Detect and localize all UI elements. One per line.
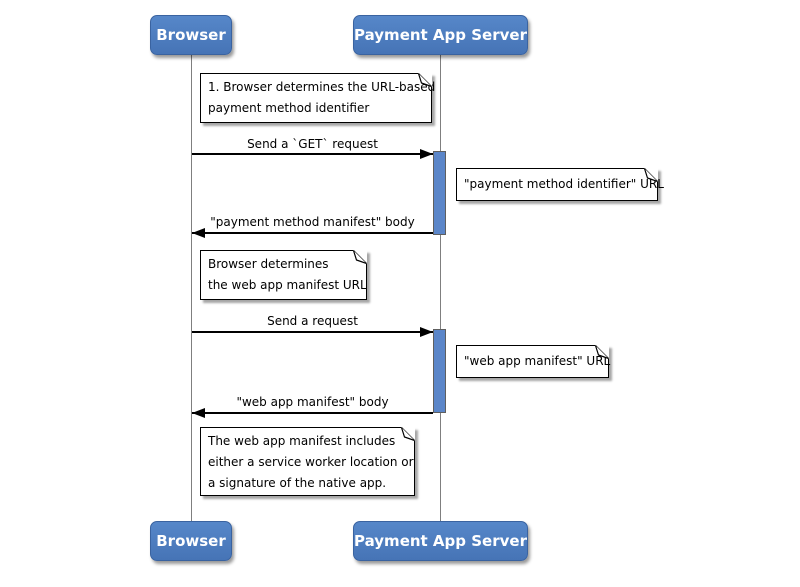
message-label-send-request: Send a request xyxy=(267,314,358,328)
actor-payment-app-server-bottom: Payment App Server xyxy=(353,521,528,561)
arrowhead-left-icon xyxy=(192,228,205,238)
note-web-app-manifest-url: "web app manifest" URL xyxy=(456,345,611,378)
note-text-line: the web app manifest URL xyxy=(208,278,367,292)
note-text-line: either a service worker location or xyxy=(208,455,414,469)
message-label-web-app-manifest-body: "web app manifest" body xyxy=(236,395,389,409)
browser-lifeline xyxy=(191,55,192,521)
note-payment-method-identifier-url: "payment method identifier" URL xyxy=(456,168,664,201)
message-line-get-request xyxy=(192,153,433,155)
arrowhead-left-icon xyxy=(192,408,205,418)
note-fold-icon xyxy=(644,168,658,182)
server-lifeline xyxy=(440,55,441,521)
message-line-payment-method-manifest-body xyxy=(192,232,433,234)
actor-payment-app-server-top: Payment App Server xyxy=(353,15,528,55)
note-web-app-manifest-determination: Browser determines the web app manifest … xyxy=(200,250,367,300)
server-activation-bar-2 xyxy=(433,329,446,413)
note-text-line: The web app manifest includes xyxy=(208,434,396,448)
message-label-get-request: Send a `GET` request xyxy=(247,137,378,151)
message-label-payment-method-manifest-body: "payment method manifest" body xyxy=(210,215,415,229)
server-activation-bar-1 xyxy=(433,151,446,235)
note-text-line: a signature of the native app. xyxy=(208,476,387,490)
message-line-web-app-manifest-body xyxy=(192,412,433,414)
note-text-line: Browser determines xyxy=(208,257,329,271)
note-text-line: "web app manifest" URL xyxy=(464,354,611,368)
note-manifest-contents: The web app manifest includes either a s… xyxy=(200,427,415,496)
arrowhead-right-icon xyxy=(420,327,433,337)
note-identifier-determination: 1. Browser determines the URL-based paym… xyxy=(200,73,436,123)
note-fold-icon xyxy=(353,250,367,264)
note-fold-icon xyxy=(595,345,609,359)
note-fold-icon xyxy=(418,73,432,87)
message-line-send-request xyxy=(192,331,433,333)
actor-browser-top: Browser xyxy=(150,15,232,55)
note-text-line: 1. Browser determines the URL-based xyxy=(208,80,436,94)
actor-browser-bottom: Browser xyxy=(150,521,232,561)
arrowhead-right-icon xyxy=(420,149,433,159)
note-text-line: payment method identifier xyxy=(208,101,370,115)
note-fold-icon xyxy=(401,427,415,441)
note-text-line: "payment method identifier" URL xyxy=(464,177,664,191)
